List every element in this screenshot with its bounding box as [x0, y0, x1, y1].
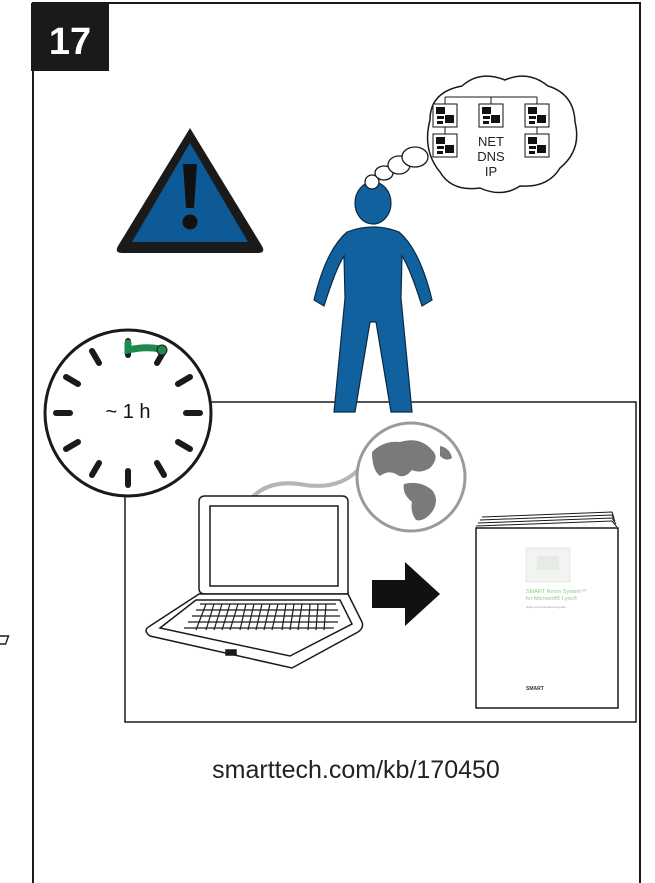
- booklet-subtitle: Setup and maintenance guide: [526, 605, 566, 609]
- globe-icon: [355, 421, 467, 533]
- network-node-icon: [432, 133, 458, 158]
- thought-line-ip: IP: [485, 164, 497, 179]
- thought-line-dns: DNS: [477, 149, 505, 164]
- page-frame: [32, 2, 641, 883]
- thought-bubble-trail: [364, 146, 429, 190]
- booklet-logo: SMART: [526, 686, 544, 692]
- laptop-icon: [0, 495, 364, 669]
- support-url: smarttech.com/kb/170450: [212, 756, 500, 784]
- network-node-icon: [478, 103, 504, 128]
- right-arrow-icon: [372, 562, 440, 626]
- step-number: 17: [49, 21, 91, 63]
- warning-icon: [116, 128, 264, 253]
- network-node-icon: [524, 133, 550, 158]
- booklet-title-line2: for Microsoft® Lync®: [526, 595, 577, 602]
- clock-icon: ~ 1 h: [43, 328, 213, 498]
- thought-line-net: NET: [478, 134, 504, 149]
- network-node-icon: [432, 103, 458, 128]
- step-number-badge: 17: [31, 3, 109, 71]
- keyboard: [184, 603, 340, 631]
- booklet-title-line1: SMART Room System™: [526, 589, 587, 595]
- booklet-icon: SMART Room System™ for Microsoft® Lync® …: [475, 511, 619, 709]
- person-icon: [313, 181, 433, 413]
- clock-duration-label: ~ 1 h: [105, 401, 150, 423]
- thought-cloud: NET DNS IP: [426, 75, 578, 194]
- network-node-icon: [524, 103, 550, 128]
